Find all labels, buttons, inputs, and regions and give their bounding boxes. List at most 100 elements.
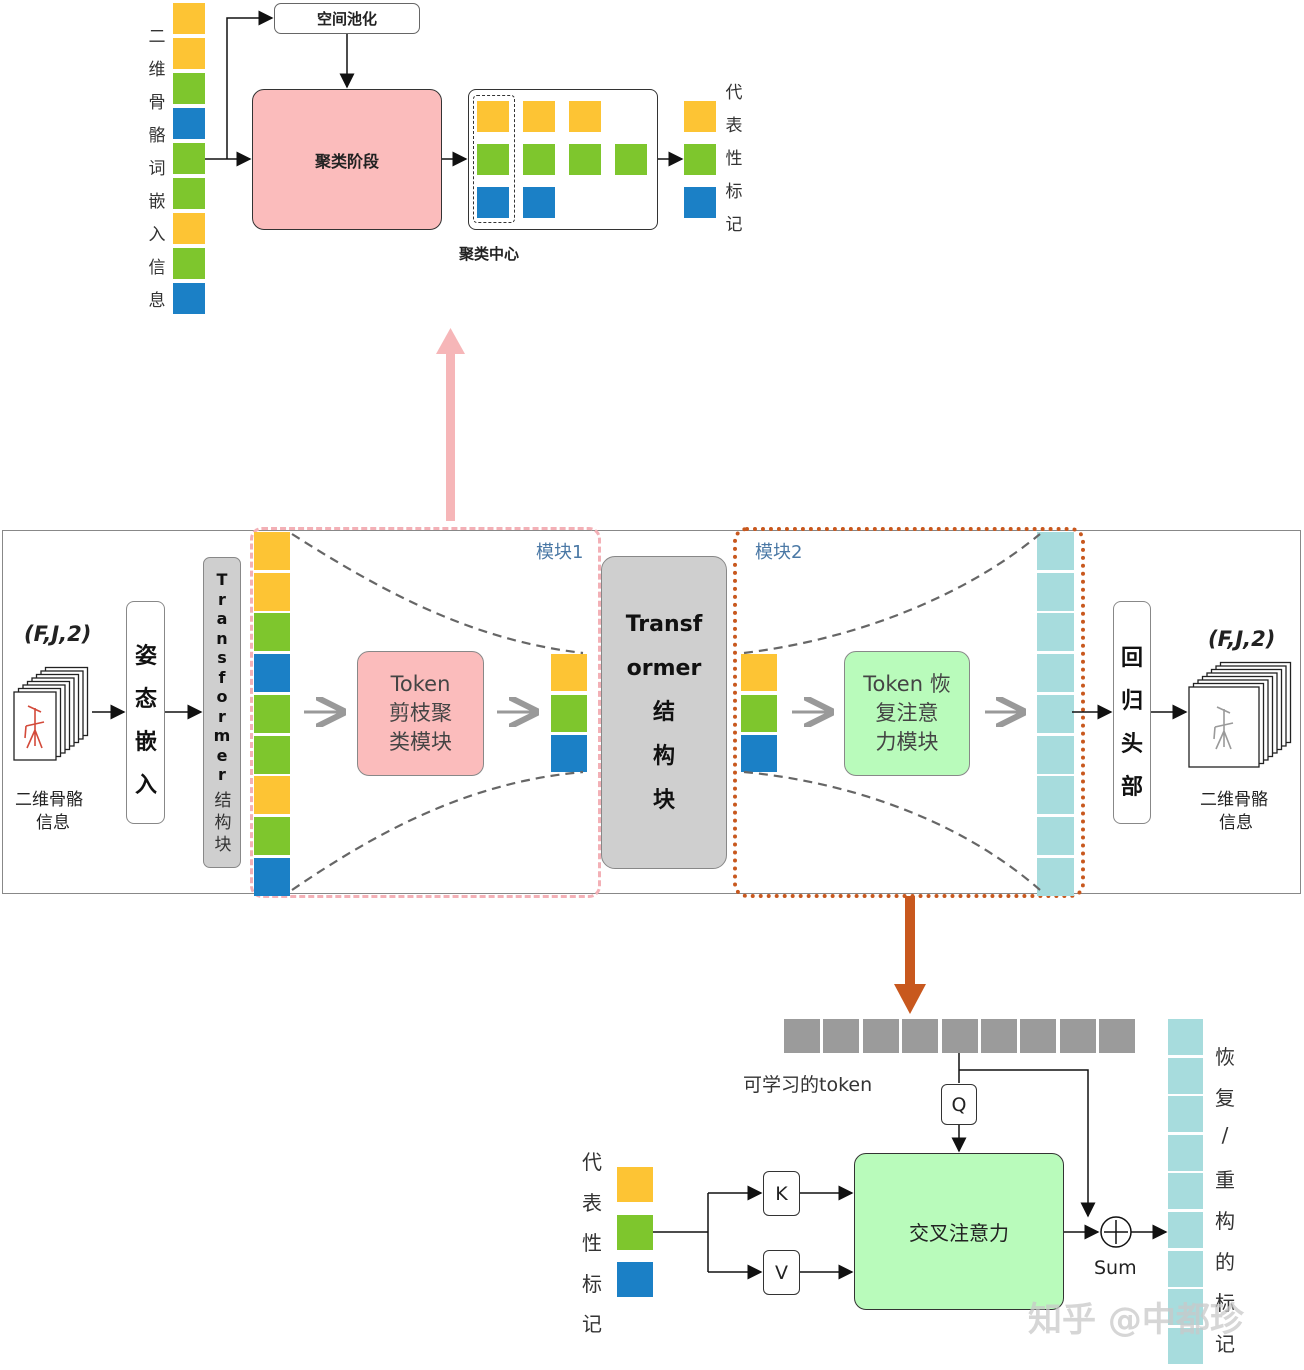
- pruned-token: [551, 694, 587, 732]
- pink-up-arrow: [436, 328, 465, 521]
- watermark: 知乎 @中都珍: [1028, 1300, 1244, 1340]
- top-left-label-char: 维: [148, 60, 166, 80]
- module1-dashed-box: [250, 527, 601, 898]
- narrow-tf-text-char: e: [216, 745, 228, 765]
- pose-embed-text-char: 姿: [134, 644, 157, 669]
- narrow-tf-text-char: r: [218, 589, 226, 609]
- main-token: [254, 613, 290, 652]
- reg-head-text-char: 部: [1120, 775, 1143, 800]
- recovered-output-token: [1168, 1327, 1203, 1364]
- regression-head-box: [1113, 601, 1151, 824]
- output-label-line1: 二维骨骼: [1200, 790, 1268, 810]
- cluster-token: [615, 144, 647, 175]
- token-square: [173, 38, 205, 69]
- recovered-token: [1037, 857, 1074, 896]
- v-box: V: [763, 1250, 800, 1295]
- cluster-token: [569, 144, 601, 175]
- output-token: [684, 187, 716, 218]
- top-left-label-char: 息: [148, 291, 166, 311]
- input-skeleton-stack: [13, 666, 89, 761]
- narrow-tf-text-char: m: [213, 726, 231, 745]
- token-prune-cluster-module: Token 剪枝聚 类模块: [357, 651, 484, 776]
- narrow-tf-text-char: r: [218, 765, 226, 784]
- k-box: K: [763, 1171, 800, 1216]
- input-shape-label: (F,J,2): [24, 622, 92, 646]
- main-token: [254, 776, 290, 815]
- top-out-label-char: 代: [725, 83, 743, 103]
- spatial-pooling-box: 空间池化: [274, 3, 420, 34]
- input-label-line1: 二维骨骼: [15, 790, 83, 810]
- recovered-output-token: [1168, 1173, 1203, 1210]
- bottom-connectors: [653, 1053, 1168, 1280]
- prune-line-3: 类模块: [389, 730, 452, 754]
- learnable-token-label: 可学习的token: [743, 1074, 873, 1096]
- representative-token: [617, 1167, 653, 1202]
- cluster-center-dashed: [473, 95, 515, 223]
- cluster-token: [477, 144, 509, 175]
- cluster-token: [523, 144, 555, 175]
- rep-label-char: 表: [582, 1190, 602, 1215]
- learnable-token: [862, 1019, 899, 1053]
- main-token: [254, 735, 290, 774]
- recover-input-token: [741, 694, 777, 732]
- pruned-token: [551, 654, 587, 691]
- spatial-pooling-label: 空间池化: [316, 10, 377, 28]
- representative-token: [617, 1262, 653, 1297]
- narrow-tf-text-char: o: [216, 687, 228, 706]
- output-skeleton-stack: [1188, 661, 1292, 768]
- clustering-stage-box: 聚类阶段: [252, 89, 442, 230]
- output-token: [684, 144, 716, 175]
- rec-label-char: /: [1221, 1123, 1229, 1147]
- orange-down-arrow: [894, 896, 926, 1014]
- top-left-label-char: 骨: [148, 93, 166, 113]
- top-out-label-char: 记: [725, 215, 743, 235]
- token-square: [173, 73, 205, 104]
- output-label-line2: 信息: [1219, 813, 1253, 833]
- top-left-label-char: 信: [148, 258, 166, 278]
- recovered-token: [1037, 572, 1074, 611]
- module2-label: 模块2: [755, 542, 803, 563]
- recovered-token: [1037, 735, 1074, 774]
- center-tf-line-2: ormer: [626, 655, 702, 681]
- recovered-token: [1037, 776, 1074, 815]
- prune-line-2: 剪枝聚: [389, 701, 452, 725]
- output-shape-label: (F,J,2): [1208, 627, 1276, 651]
- learnable-token: [981, 1019, 1017, 1053]
- recovered-token: [1037, 694, 1074, 733]
- top-left-label-char: 入: [148, 225, 166, 245]
- narrow-tf-text-char: 结: [214, 791, 232, 811]
- main-token: [254, 857, 290, 896]
- narrow-tf-text-char: 构: [214, 813, 232, 833]
- narrow-tf-text-char: n: [216, 628, 228, 648]
- v-label: V: [775, 1261, 788, 1284]
- module1-label: 模块1: [536, 542, 584, 563]
- center-tf-line-3: 结: [652, 699, 675, 725]
- token-square: [173, 178, 205, 209]
- prune-line-1: Token: [390, 672, 451, 696]
- pose-embed-text-char: 入: [134, 773, 157, 798]
- learnable-token: [1099, 1019, 1136, 1053]
- cluster-token: [477, 187, 509, 218]
- rec-label-char: 标: [1215, 1291, 1235, 1315]
- cluster-token: [523, 187, 555, 218]
- input-label-line2: 信息: [36, 813, 70, 833]
- recovered-output-token: [1168, 1057, 1203, 1094]
- recover-input-token: [741, 735, 777, 772]
- cluster-token: [477, 101, 509, 132]
- rec-label-char: 重: [1215, 1168, 1235, 1192]
- top-arrows: [205, 10, 684, 167]
- center-tf-line-1: Transf: [625, 611, 703, 637]
- rec-label-char: 复: [1215, 1086, 1235, 1110]
- token-square: [173, 283, 205, 314]
- narrow-tf-text-char: a: [216, 609, 228, 628]
- learnable-token: [1059, 1019, 1096, 1053]
- reg-head-text-char: 归: [1120, 689, 1143, 714]
- recovered-output-token: [1168, 1250, 1203, 1287]
- recovered-token: [1037, 816, 1074, 855]
- rep-label-char: 记: [582, 1312, 602, 1336]
- token-square: [173, 248, 205, 279]
- token-square: [173, 143, 205, 174]
- cluster-token: [569, 101, 601, 132]
- recover-input-token: [741, 654, 777, 691]
- recover-line-2: 复注意: [875, 701, 939, 725]
